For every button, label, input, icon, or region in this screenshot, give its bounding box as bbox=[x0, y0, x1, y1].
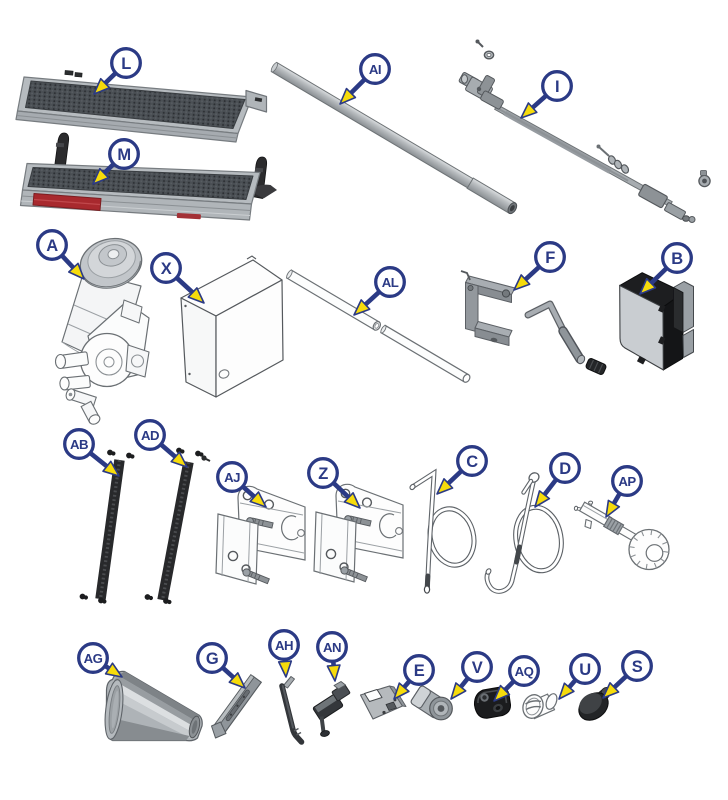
svg-text:AH: AH bbox=[275, 638, 293, 653]
svg-text:E: E bbox=[414, 662, 425, 680]
svg-text:AD: AD bbox=[141, 428, 159, 443]
svg-text:F: F bbox=[545, 249, 555, 267]
svg-text:AQ: AQ bbox=[515, 664, 534, 679]
svg-text:Z: Z bbox=[318, 465, 328, 483]
svg-text:S: S bbox=[632, 658, 643, 676]
svg-text:AN: AN bbox=[323, 640, 341, 655]
svg-text:B: B bbox=[671, 250, 683, 268]
svg-text:AJ: AJ bbox=[224, 470, 240, 485]
svg-text:L: L bbox=[121, 55, 131, 73]
svg-text:X: X bbox=[161, 260, 172, 278]
svg-text:A: A bbox=[46, 237, 58, 255]
svg-text:M: M bbox=[117, 146, 130, 164]
svg-text:V: V bbox=[472, 659, 483, 677]
svg-text:AL: AL bbox=[382, 275, 399, 290]
svg-text:I: I bbox=[555, 78, 559, 96]
svg-text:C: C bbox=[466, 453, 478, 471]
svg-text:G: G bbox=[206, 650, 218, 668]
svg-text:U: U bbox=[579, 661, 590, 679]
svg-text:AB: AB bbox=[70, 437, 88, 452]
svg-text:AI: AI bbox=[369, 62, 381, 77]
svg-text:AG: AG bbox=[84, 651, 103, 666]
svg-text:D: D bbox=[559, 460, 571, 478]
svg-text:AP: AP bbox=[618, 474, 636, 489]
